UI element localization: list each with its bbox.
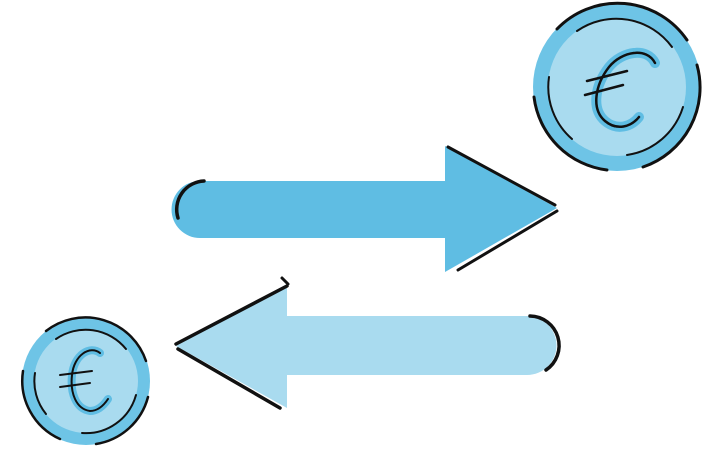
coin-inner	[34, 329, 138, 433]
euro-coin-icon	[532, 1, 702, 172]
euro-coin-icon	[21, 316, 150, 446]
coin-outer-outline	[44, 316, 148, 363]
arrow-right-icon	[171, 145, 559, 272]
arrow-left-outline-stub	[280, 276, 290, 286]
coin-inner-outline	[55, 328, 127, 350]
arrow-left-outline-head-bottom	[176, 347, 282, 410]
arrow-left-body	[176, 284, 557, 408]
arrow-left-outline-head-top	[174, 284, 289, 346]
arrow-right-outline-tip-top	[446, 145, 557, 207]
arrow-left-outline-tail	[528, 314, 561, 372]
arrow-right-body	[171, 146, 557, 272]
arrow-left-icon	[174, 276, 561, 410]
coin-inner-outline	[576, 17, 673, 48]
arrow-right-outline-tail	[174, 179, 206, 220]
coin-outer-outline	[555, 1, 689, 42]
arrow-right-outline-tip-bottom	[456, 209, 559, 272]
